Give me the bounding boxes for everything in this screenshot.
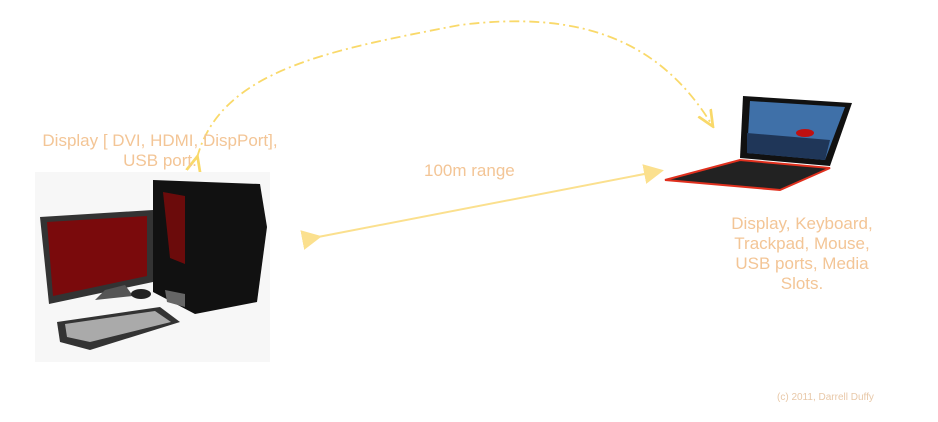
laptop-image bbox=[664, 96, 852, 192]
desktop-label-line1: Display [ DVI, HDMI, DispPort], bbox=[42, 131, 278, 150]
laptop-label-line: Trackpad, Mouse, bbox=[734, 234, 870, 253]
laptop-label-line: USB ports, Media bbox=[735, 254, 869, 273]
laptop-label: Display, Keyboard, Trackpad, Mouse, USB … bbox=[722, 214, 882, 294]
range-label: 100m range bbox=[424, 161, 515, 180]
laptop-label-line: Display, Keyboard, bbox=[731, 214, 873, 233]
desktop-computer-image bbox=[35, 172, 270, 362]
desktop-label-line2: USB port. bbox=[123, 151, 197, 170]
range-arrow bbox=[300, 164, 664, 250]
desktop-label: Display [ DVI, HDMI, DispPort], USB port… bbox=[30, 131, 290, 171]
laptop-label-line: Slots. bbox=[780, 274, 824, 293]
copyright-notice: (c) 2011, Darrell Duffy bbox=[777, 392, 874, 403]
